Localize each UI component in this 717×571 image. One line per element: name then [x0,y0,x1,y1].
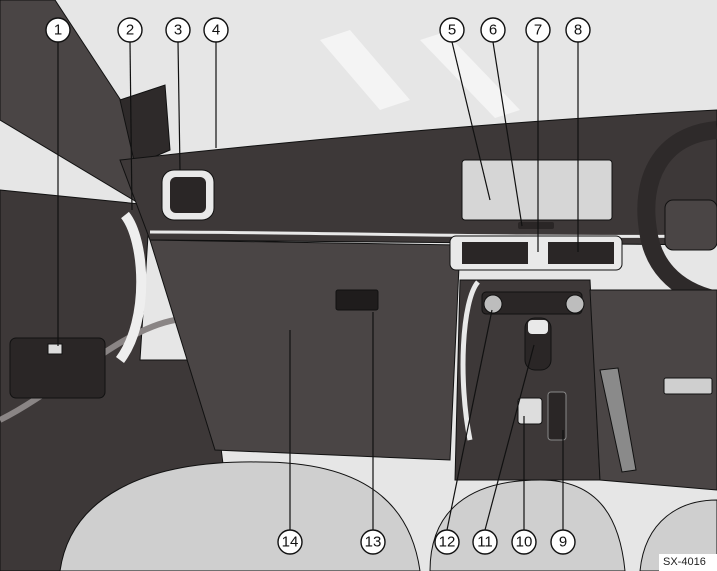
svg-text:14: 14 [282,534,299,551]
svg-text:11: 11 [477,534,493,551]
callout-14: 14 [278,530,302,554]
callout-1: 1 [46,18,70,42]
svg-text:1: 1 [54,22,62,39]
callout-7: 7 [526,18,550,42]
svg-text:10: 10 [516,534,533,551]
callout-3: 3 [166,18,190,42]
window-switch [48,344,62,354]
svg-text:5: 5 [448,22,456,39]
svg-text:7: 7 [534,22,542,39]
callout-5: 5 [440,18,464,42]
figure-code: SX-4016 [659,554,717,571]
steering-controls [665,200,717,250]
console-switch-pad [518,398,542,424]
svg-text:9: 9 [559,534,567,551]
svg-text:13: 13 [365,534,382,551]
callout-4: 4 [204,18,228,42]
glovebox-handle [336,290,378,310]
svg-text:6: 6 [489,22,497,39]
center-vent-left [462,242,528,264]
svg-text:12: 12 [439,534,456,551]
callout-2: 2 [118,18,142,42]
callout-13: 13 [361,530,385,554]
callout-9: 9 [551,530,575,554]
svg-text:8: 8 [574,22,582,39]
callout-11: 11 [473,530,497,554]
climate-knob-right [566,295,584,313]
svg-text:3: 3 [174,22,182,39]
svg-text:2: 2 [126,22,134,39]
center-screen [462,160,612,220]
climate-knob-left [484,295,502,313]
air-vent-left-grille [170,177,206,213]
callout-8: 8 [566,18,590,42]
svg-text:4: 4 [212,22,220,39]
gear-lever-cap [528,320,548,334]
callout-12: 12 [435,530,459,554]
callout-6: 6 [481,18,505,42]
brake-pedal [664,378,712,394]
screen-button-strip [518,222,554,229]
callout-10: 10 [512,530,536,554]
center-vent-right [548,242,614,264]
